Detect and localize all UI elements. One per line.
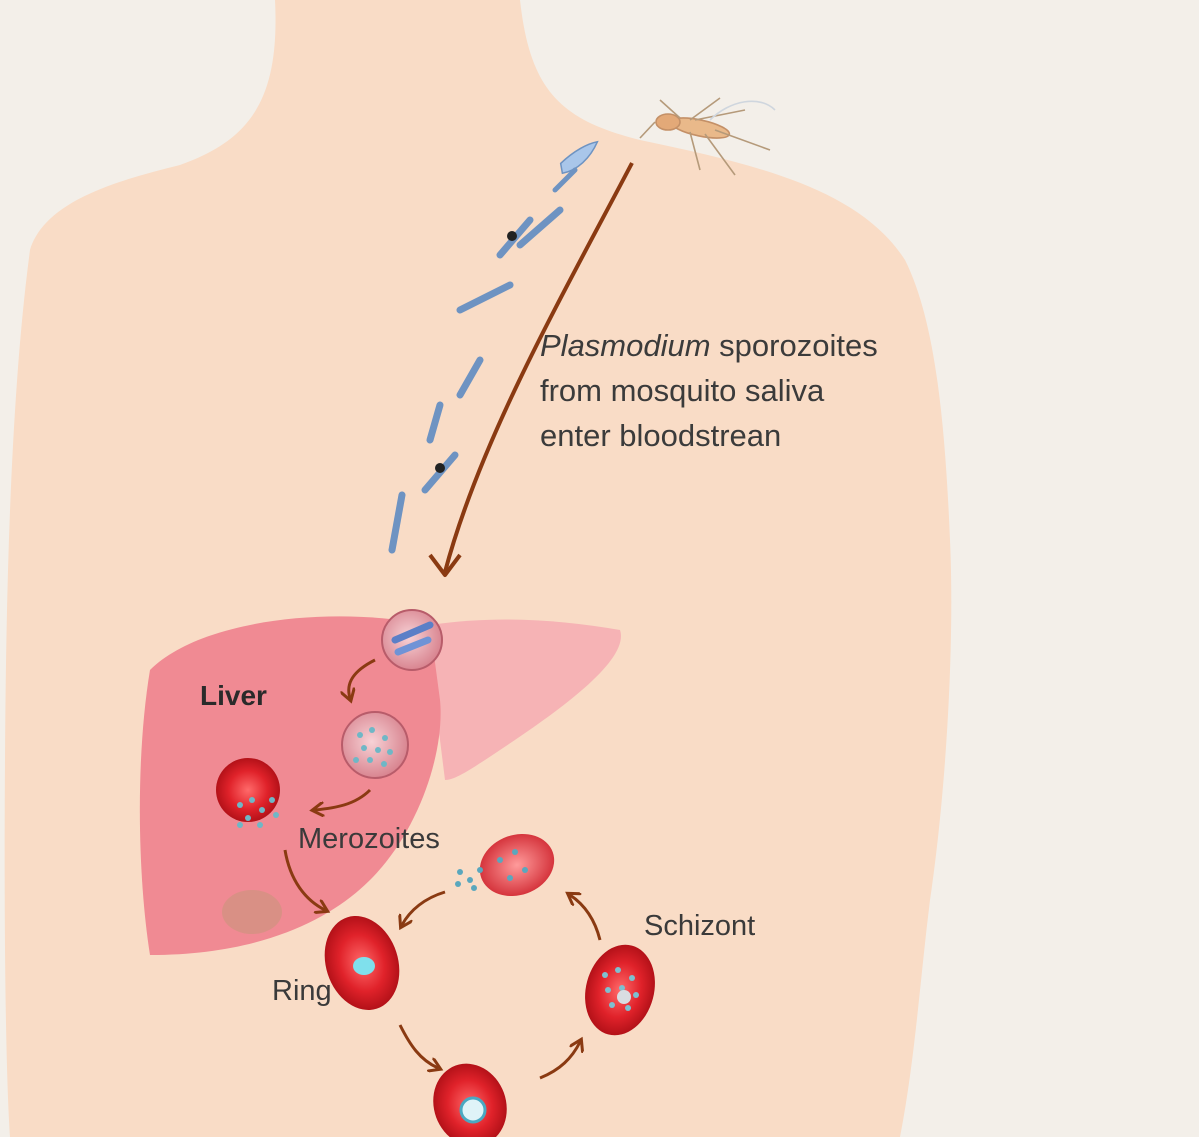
ring-label: Ring — [272, 975, 332, 1008]
human-torso — [5, 0, 952, 1137]
caption-italic: Plasmodium — [540, 328, 711, 363]
caption-line3: enter bloodstrean — [540, 413, 878, 458]
caption-line2: from mosquito saliva — [540, 368, 878, 413]
schizont-label: Schizont — [644, 910, 755, 943]
hepatocyte-icon — [382, 610, 442, 670]
caption-line1-rest: sporozoites — [711, 328, 878, 363]
liver-label: Liver — [200, 680, 267, 712]
liver-schizont-icon — [342, 712, 408, 778]
merozoites-label: Merozoites — [298, 823, 440, 856]
sporozoite-caption: Plasmodium sporozoites from mosquito sal… — [540, 323, 878, 458]
